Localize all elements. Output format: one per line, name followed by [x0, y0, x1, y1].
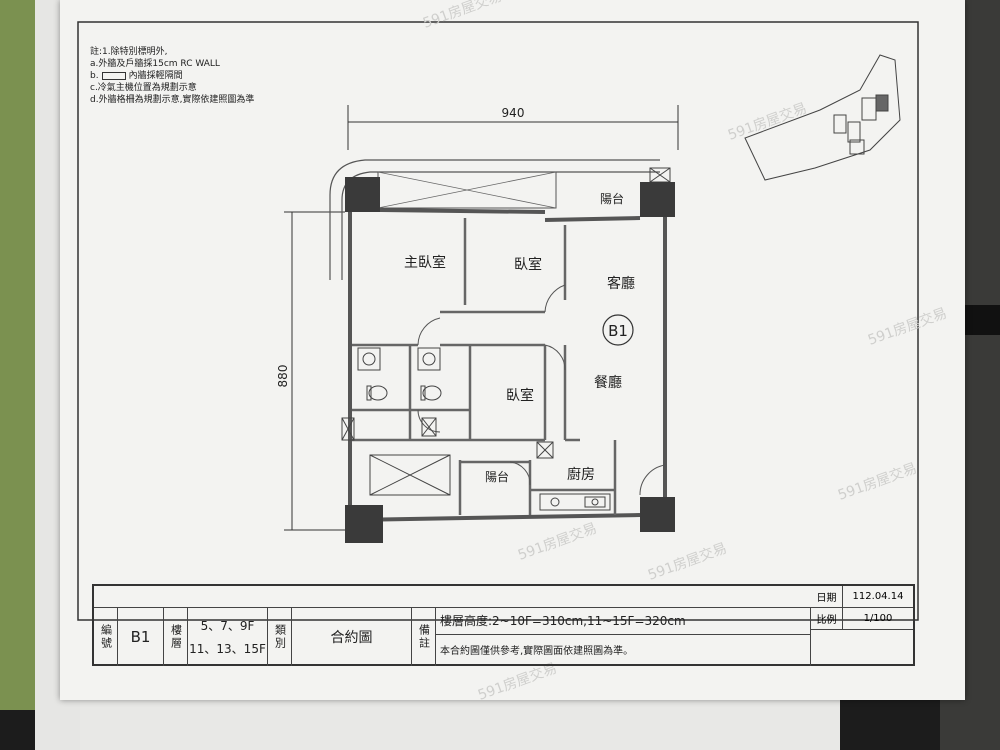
room-bedroom-2: 臥室 [506, 387, 534, 404]
room-dining: 餐廳 [594, 374, 622, 391]
svg-text:591房屋交易: 591房屋交易 [476, 659, 560, 703]
room-balcony-top: 陽台 [600, 191, 624, 206]
svg-text:591房屋交易: 591房屋交易 [646, 539, 730, 583]
walls [348, 208, 667, 522]
room-balcony-rear: 陽台 [485, 469, 509, 484]
note-d: d.外牆格柵為規劃示意,實際依建照圖為準 [90, 95, 255, 105]
general-notes: 註:1.除特別標明外, a.外牆及戶牆採15cm RC WALL b.內牆採輕隔… [90, 46, 254, 106]
type-value: 合約圖 [292, 608, 412, 666]
floor-label: 樓層 [164, 608, 188, 666]
title-block: 編號 B1 樓層 5、7、9F 11、13、15F 類別 合約圖 備註 樓層高度… [92, 584, 915, 666]
meta-block: 日期 112.04.14 比例 1/100 [811, 586, 913, 666]
floor-plan-sheet [60, 0, 965, 700]
floor-line-1: 5、7、9F [200, 619, 255, 633]
background-green-book [0, 0, 40, 710]
note-1: 註:1.除特別標明外, [90, 47, 168, 57]
note-a: a.外牆及戶牆採15cm RC WALL [90, 59, 220, 69]
remark-box: 樓層高度:2~10F=310cm,11~15F=320cm 本合約圖僅供參考,實… [436, 608, 811, 666]
svg-text:591房屋交易: 591房屋交易 [866, 304, 950, 348]
reference-note: 本合約圖僅供參考,實際圖面依建照圖為準。 [440, 646, 634, 657]
scale-value: 1/100 [843, 608, 913, 630]
floor-line-2: 11、13、15F [189, 642, 266, 656]
type-label: 類別 [268, 608, 292, 666]
floor-height-note: 樓層高度:2~10F=310cm,11~15F=320cm [440, 614, 686, 628]
room-living: 客廳 [607, 275, 635, 292]
interior-walls [352, 218, 617, 515]
scale-label: 比例 [811, 608, 843, 630]
door-swings [417, 284, 666, 496]
columns [345, 177, 675, 543]
light-partition-symbol [101, 71, 126, 80]
dimension-height: 880 [276, 365, 290, 388]
room-kitchen: 廚房 [567, 466, 595, 483]
unit-badge-label: B1 [608, 322, 628, 340]
remark-label: 備註 [412, 608, 436, 666]
svg-text:591房屋交易: 591房屋交易 [516, 519, 600, 563]
room-master-bedroom: 主臥室 [404, 254, 446, 271]
kitchen-counter [539, 493, 611, 511]
svg-text:591房屋交易: 591房屋交易 [836, 459, 920, 503]
unit-label: 編號 [94, 608, 118, 666]
shafts [341, 167, 671, 496]
floor-value: 5、7、9F 11、13、15F [188, 608, 268, 666]
date-value: 112.04.14 [843, 586, 913, 608]
exterior-grille [329, 159, 660, 280]
svg-text:591房屋交易: 591房屋交易 [421, 0, 505, 32]
unit-value: B1 [118, 608, 164, 666]
site-map-icon [744, 54, 901, 181]
dimension-width: 940 [502, 106, 525, 120]
room-bedroom-1: 臥室 [514, 256, 542, 273]
date-label: 日期 [811, 586, 843, 608]
svg-text:591房屋交易: 591房屋交易 [726, 99, 810, 143]
note-b: b.內牆採輕隔間 [90, 71, 183, 81]
dimension-top [347, 105, 679, 150]
note-c: c.冷氣主機位置為規劃示意 [90, 83, 197, 93]
bathroom-fixtures [357, 347, 442, 401]
sheet-border [77, 21, 919, 621]
dimension-left [284, 211, 345, 531]
unit-badge [602, 314, 634, 346]
